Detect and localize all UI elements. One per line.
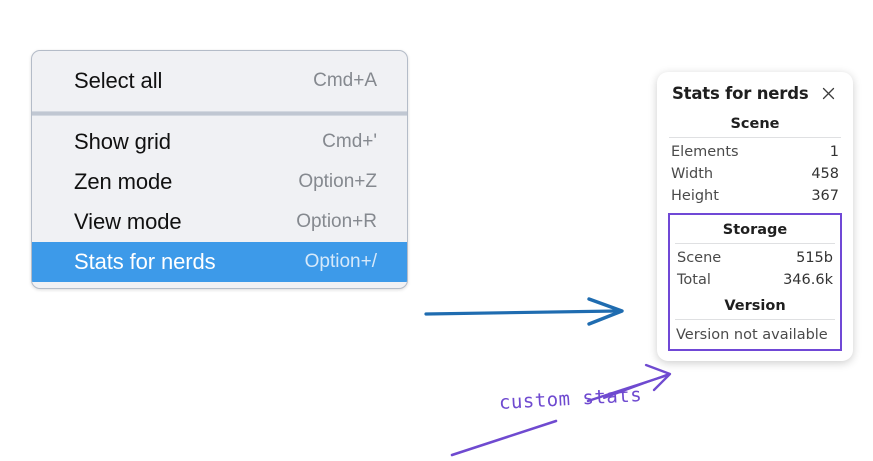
menu-group-1: Select all Cmd+A: [32, 51, 407, 111]
section-divider: [675, 243, 835, 244]
stat-value: 346.6k: [783, 272, 833, 288]
stat-key: Scene: [677, 250, 722, 266]
stat-key: Width: [671, 166, 714, 182]
menu-item-view-mode[interactable]: View mode Option+R: [32, 202, 407, 242]
menu-item-label: View mode: [74, 209, 182, 234]
stat-key: Height: [671, 188, 719, 204]
stat-key: Total: [677, 272, 711, 288]
stat-row-storage-total: Total 346.6k: [673, 269, 837, 291]
handwritten-note-custom-stats: custom stats: [498, 384, 643, 414]
menu-item-shortcut: Option+Z: [298, 171, 377, 192]
menu-item-shortcut: Cmd+': [322, 131, 377, 152]
menu-item-label: Stats for nerds: [74, 249, 216, 274]
menu-item-label: Zen mode: [74, 169, 173, 194]
stat-value: 458: [811, 166, 839, 182]
section-divider: [669, 137, 841, 138]
stat-row-elements: Elements 1: [667, 141, 843, 163]
stat-row-width: Width 458: [667, 163, 843, 185]
stat-key: Elements: [671, 144, 739, 160]
stats-for-nerds-panel: Stats for nerds Scene Elements 1 Width 4…: [657, 72, 853, 361]
custom-stats-highlight-box: Storage Scene 515b Total 346.6k Version …: [668, 213, 842, 351]
stat-row-storage-scene: Scene 515b: [673, 247, 837, 269]
menu-item-shortcut: Option+/: [304, 251, 377, 272]
version-text: Version not available: [676, 327, 828, 343]
menu-group-2: Show grid Cmd+' Zen mode Option+Z View m…: [32, 116, 407, 288]
menu-item-label: Show grid: [74, 129, 171, 154]
stat-row-height: Height 367: [667, 185, 843, 207]
menu-item-select-all[interactable]: Select all Cmd+A: [32, 61, 407, 101]
stats-panel-header: Stats for nerds: [667, 82, 843, 103]
section-title-storage: Storage: [722, 222, 788, 238]
blue-arrow-annotation: [424, 297, 624, 326]
menu-item-shortcut: Option+R: [296, 211, 377, 232]
stat-value: 367: [811, 188, 839, 204]
menu-item-shortcut: Cmd+A: [313, 70, 377, 91]
stats-panel-title: Stats for nerds: [672, 84, 809, 103]
section-divider: [675, 319, 835, 320]
close-icon[interactable]: [820, 85, 837, 102]
menu-item-stats-for-nerds[interactable]: Stats for nerds Option+/: [32, 242, 407, 282]
section-title-version: Version: [724, 298, 786, 314]
stat-value: 1: [829, 144, 839, 160]
menu-item-zen-mode[interactable]: Zen mode Option+Z: [32, 162, 407, 202]
purple-tail-stroke-annotation: [450, 419, 558, 457]
section-title-scene: Scene: [730, 116, 780, 132]
menu-item-label: Select all: [74, 68, 163, 93]
menu-item-show-grid[interactable]: Show grid Cmd+': [32, 122, 407, 162]
menu-separator: [32, 111, 407, 116]
stat-value: 515b: [796, 250, 833, 266]
context-menu[interactable]: Select all Cmd+A Show grid Cmd+' Zen mod…: [31, 50, 408, 289]
